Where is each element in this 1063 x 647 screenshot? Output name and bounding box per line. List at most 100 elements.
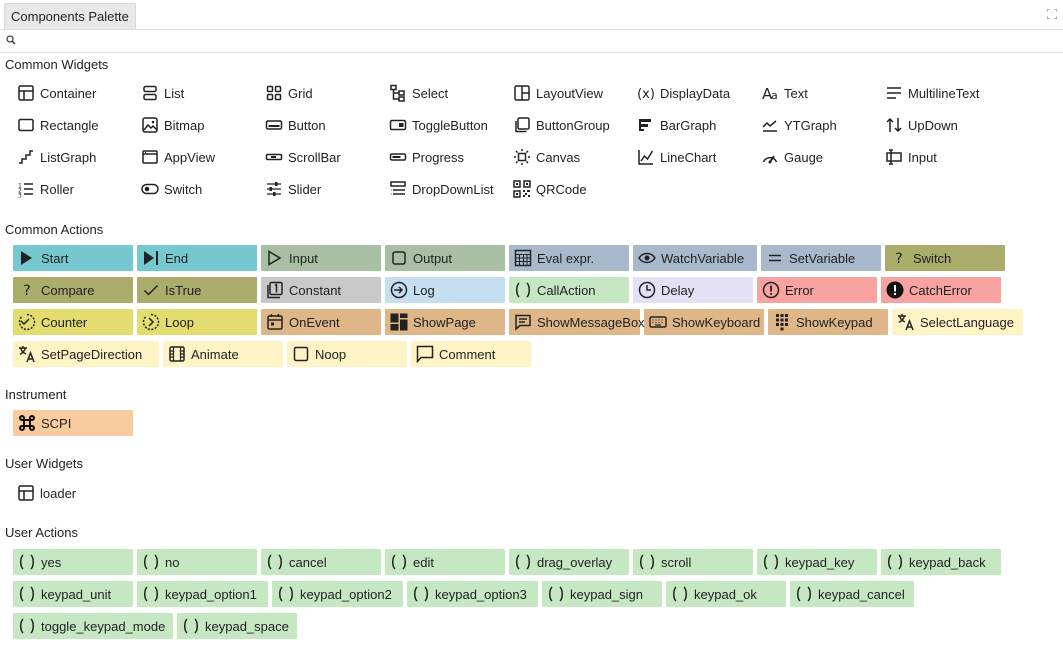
widget-canvas[interactable]: Canvas (513, 145, 580, 169)
action-start[interactable]: Start (13, 245, 133, 271)
action-showmessagebox[interactable]: ShowMessageBox (509, 309, 645, 335)
action-end[interactable]: End (137, 245, 257, 271)
widget-multilinetext[interactable]: MultilineText (885, 81, 980, 105)
widget-scrollbar[interactable]: ScrollBar (265, 145, 341, 169)
action-error[interactable]: Error (757, 277, 877, 303)
user-action-keypad-key[interactable]: keypad_key (757, 549, 877, 575)
widget-label: Canvas (536, 149, 581, 165)
widget-progress[interactable]: Progress (389, 145, 464, 169)
action-label: CatchError (909, 282, 972, 298)
action-label: OnEvent (289, 314, 340, 330)
widget-switch[interactable]: Switch (141, 177, 202, 201)
action-constant[interactable]: Constant (261, 277, 381, 303)
parens-icon (547, 585, 565, 603)
action-selectlanguage[interactable]: SelectLanguage (892, 309, 1023, 335)
widget-grid[interactable]: Grid (265, 81, 313, 105)
action-log[interactable]: Log (385, 277, 505, 303)
user-action-keypad-cancel[interactable]: keypad_cancel (790, 581, 914, 607)
widget-label: Button (288, 117, 326, 133)
widget-linechart[interactable]: LineChart (637, 145, 716, 169)
user-action-drag-overlay[interactable]: drag_overlay (509, 549, 629, 575)
widget-slider[interactable]: Slider (265, 177, 321, 201)
action-label: keypad_option3 (435, 586, 527, 602)
action-istrue[interactable]: IsTrue (137, 277, 257, 303)
action-input[interactable]: Input (261, 245, 381, 271)
widget-layoutview[interactable]: LayoutView (513, 81, 603, 105)
widget-label: Bitmap (164, 117, 205, 133)
expand-icon[interactable] (1047, 9, 1057, 19)
widget-listgraph[interactable]: ListGraph (17, 145, 96, 169)
user-action-keypad-option3[interactable]: keypad_option3 (407, 581, 538, 607)
widget-list[interactable]: List (141, 81, 184, 105)
user-action-keypad-space[interactable]: keypad_space (177, 613, 297, 639)
widget-qrcode[interactable]: QRCode (513, 177, 587, 201)
action-output[interactable]: Output (385, 245, 505, 271)
widget-displaydata[interactable]: (x)DisplayData (637, 81, 730, 105)
user-action-toggle-keypad-mode[interactable]: toggle_keypad_mode (13, 613, 173, 639)
widget-dropdownlist[interactable]: DropDownList (389, 177, 494, 201)
user-widget-loader[interactable]: loader (17, 481, 76, 505)
widget-updown[interactable]: UpDown (885, 113, 958, 137)
action-compare[interactable]: ?Compare (13, 277, 133, 303)
action-eval-expr[interactable]: Eval expr. (509, 245, 629, 271)
user-action-keypad-sign[interactable]: keypad_sign (542, 581, 662, 607)
command-icon (18, 414, 36, 432)
svg-text:?: ? (23, 283, 30, 299)
action-loop[interactable]: Loop (137, 309, 257, 335)
widget-bargraph[interactable]: BarGraph (637, 113, 716, 137)
widget-ytgraph[interactable]: YTGraph (761, 113, 837, 137)
widget-rectangle[interactable]: Rectangle (17, 113, 99, 137)
action-comment[interactable]: Comment (411, 341, 531, 367)
action-callaction[interactable]: CallAction (509, 277, 629, 303)
svg-text:1: 1 (18, 183, 22, 190)
user-action-cancel[interactable]: cancel (261, 549, 381, 575)
widget-select[interactable]: Select (389, 81, 448, 105)
action-onevent[interactable]: OnEvent (261, 309, 381, 335)
user-action-keypad-unit[interactable]: keypad_unit (13, 581, 133, 607)
palette-header: Components Palette (0, 0, 1063, 30)
widget-gauge[interactable]: Gauge (761, 145, 823, 169)
user-action-edit[interactable]: edit (385, 549, 505, 575)
user-action-keypad-back[interactable]: keypad_back (881, 549, 1001, 575)
widget-button[interactable]: Button (265, 113, 326, 137)
widget-container[interactable]: Container (17, 81, 96, 105)
action-label: Delay (661, 282, 695, 298)
tab-components-palette[interactable]: Components Palette (4, 3, 136, 29)
action-watchvariable[interactable]: WatchVariable (633, 245, 757, 271)
action-setpagedirection[interactable]: SetPageDirection (13, 341, 159, 367)
widget-appview[interactable]: AppView (141, 145, 215, 169)
user-action-yes[interactable]: yes (13, 549, 133, 575)
action-showkeypad[interactable]: ShowKeypad (768, 309, 888, 335)
start-icon (18, 249, 36, 267)
instrument-scpi[interactable]: SCPI (13, 410, 133, 436)
action-showpage[interactable]: ShowPage (385, 309, 505, 335)
action-label: Comment (439, 346, 496, 362)
toggle-button-icon (389, 116, 407, 134)
user-action-keypad-option1[interactable]: keypad_option1 (137, 581, 268, 607)
user-action-no[interactable]: no (137, 549, 257, 575)
action-animate[interactable]: Animate (163, 341, 283, 367)
widget-bitmap[interactable]: Bitmap (141, 113, 204, 137)
widget-buttongroup[interactable]: ButtonGroup (513, 113, 610, 137)
progress-icon (389, 148, 407, 166)
action-showkeyboard[interactable]: ShowKeyboard (644, 309, 764, 335)
user-action-keypad-option2[interactable]: keypad_option2 (272, 581, 403, 607)
action-noop[interactable]: Noop (287, 341, 407, 367)
action-switch[interactable]: ?Switch (885, 245, 1005, 271)
section-instrument: Instrument (5, 387, 67, 402)
error-icon (762, 281, 780, 299)
widget-label: Text (784, 85, 808, 101)
widget-input[interactable]: Input (885, 145, 937, 169)
user-action-keypad-ok[interactable]: keypad_ok (666, 581, 786, 607)
section-user-widgets: User Widgets (5, 456, 84, 471)
constant-icon (266, 281, 284, 299)
search-input[interactable] (20, 32, 1054, 52)
action-delay[interactable]: Delay (633, 277, 753, 303)
action-setvariable[interactable]: SetVariable (761, 245, 881, 271)
user-action-scroll[interactable]: scroll (633, 549, 753, 575)
widget-togglebutton[interactable]: ToggleButton (389, 113, 488, 137)
action-catcherror[interactable]: CatchError (881, 277, 1001, 303)
action-counter[interactable]: Counter (13, 309, 133, 335)
